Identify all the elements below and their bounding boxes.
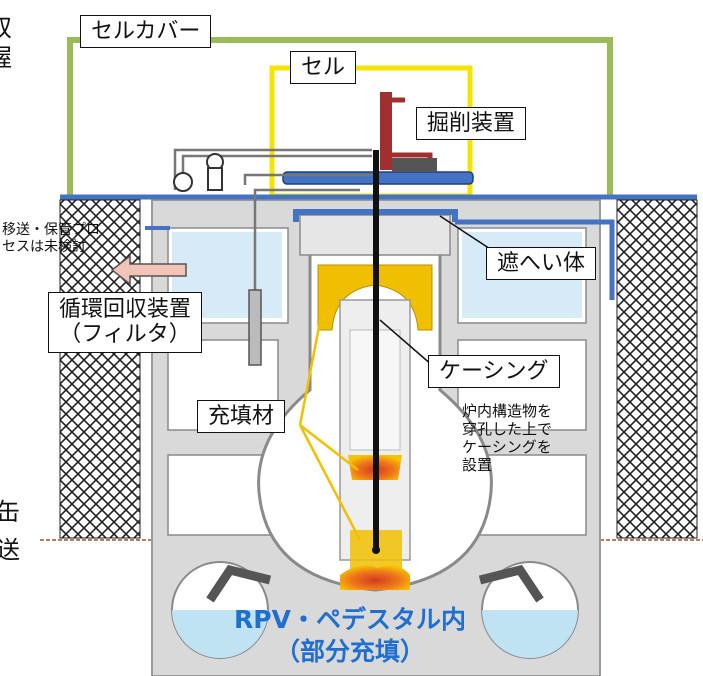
shield-side-right bbox=[455, 219, 615, 300]
label-recovery: 循環回収装置 （フィルタ） bbox=[48, 292, 203, 353]
vent-pipe-right bbox=[478, 564, 544, 603]
edge-text-top-left-1: 双 bbox=[0, 8, 12, 43]
filler-pointer-lines bbox=[298, 269, 362, 541]
transfer-arrow bbox=[110, 254, 187, 286]
torus-right-water bbox=[482, 610, 578, 658]
tank-body bbox=[207, 167, 223, 191]
edge-text-top-left-2: 握 bbox=[0, 38, 12, 73]
drill-tip bbox=[372, 546, 380, 554]
pump bbox=[173, 172, 193, 192]
title-line-1: RPV・ペデスタル内 bbox=[234, 605, 466, 634]
cell-cover-frame bbox=[67, 37, 613, 196]
edge-text-bottom-left-2: 送 bbox=[0, 536, 20, 564]
label-cell: セル bbox=[290, 51, 357, 85]
label-recovery-line2: （フィルタ） bbox=[59, 322, 191, 348]
debris-bottom bbox=[340, 565, 410, 590]
circulation-piping bbox=[173, 148, 372, 360]
label-recovery-line1: 循環回収装置 bbox=[59, 297, 192, 322]
edge-text-bottom-left-1: 缶 bbox=[0, 498, 20, 526]
filter-column bbox=[248, 289, 262, 366]
title-line-2: （部分充填） bbox=[274, 637, 425, 666]
label-excavator: 掘削装置 bbox=[416, 107, 527, 141]
shield-wall-right bbox=[616, 199, 698, 539]
note-casing: 炉内構造物を 穿孔した上で ケーシングを 設置 bbox=[462, 402, 553, 474]
drive-unit bbox=[392, 158, 437, 172]
vent-pipe-left bbox=[206, 564, 272, 603]
label-casing: ケーシング bbox=[428, 355, 560, 389]
label-filler: 充填材 bbox=[197, 400, 286, 434]
excavator-mast bbox=[380, 92, 392, 170]
torus-left-water bbox=[172, 610, 268, 658]
label-cell-cover: セルカバー bbox=[80, 15, 212, 49]
note-transfer: 移送・保管プロ セスは未検討 bbox=[2, 222, 100, 255]
shield-wall-left bbox=[59, 199, 141, 539]
label-shield: 遮へい体 bbox=[486, 247, 597, 281]
